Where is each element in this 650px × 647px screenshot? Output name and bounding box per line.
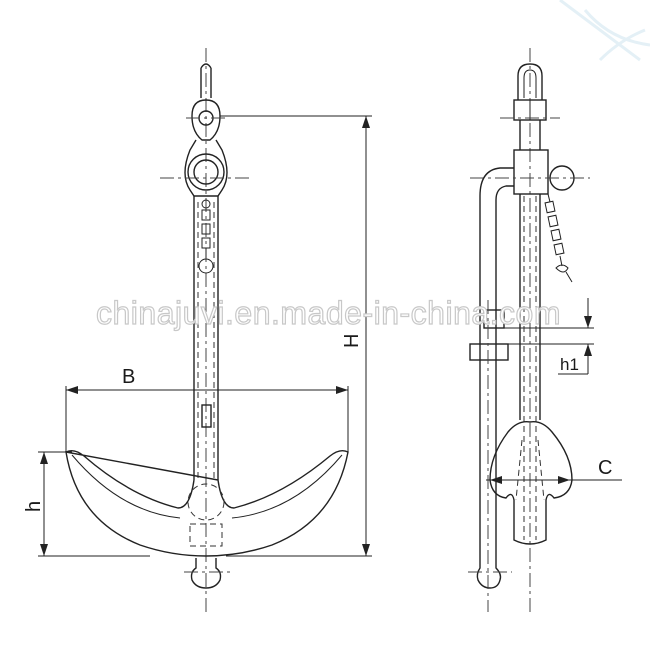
side-shackle-inner: [523, 69, 537, 98]
fluke-hidden: [515, 439, 545, 501]
dim-h-label: h: [23, 501, 45, 512]
head-ring-inner: [193, 159, 219, 185]
dim-C-label: C: [598, 457, 612, 479]
shank-hidden: [197, 202, 215, 478]
watermark-text: chinajuvi.en.made-in-china.com: [96, 295, 561, 331]
dim-H: H: [220, 115, 372, 557]
stock-block: [513, 149, 549, 195]
front-view: B H h: [23, 48, 372, 612]
dim-H-label: H: [341, 334, 363, 348]
crown-ball: [190, 558, 222, 589]
side-shank-hidden: [523, 196, 537, 540]
side-shank: [519, 194, 541, 420]
chain: [198, 199, 214, 274]
dim-B-label: B: [122, 366, 135, 388]
top-tab: [200, 63, 212, 98]
side-chain: [544, 193, 573, 283]
dim-h1: h1: [500, 298, 594, 375]
collar-lower: [469, 343, 509, 361]
side-crown-ball: [476, 560, 502, 589]
crown-box: [189, 523, 223, 547]
shank-head: [184, 139, 228, 197]
shank: [193, 196, 219, 480]
collar-upper: [483, 309, 505, 329]
head-ring-outer: [187, 153, 225, 191]
side-view: h1 C: [468, 48, 622, 612]
side-shackle: [517, 63, 543, 100]
dim-C: C: [486, 457, 622, 484]
stock-rod: [479, 167, 514, 560]
dim-h: h: [23, 451, 150, 557]
arm-inner-edge: [71, 454, 343, 519]
shank-slot: [201, 404, 212, 428]
side-fluke: [489, 421, 573, 545]
dim-B: B: [65, 366, 349, 452]
anchor-arms: [65, 449, 349, 557]
upper-shank: [519, 120, 541, 150]
background-decoration: [559, 0, 650, 62]
crown-circle: [187, 483, 225, 521]
dim-h1-label: h1: [560, 355, 579, 374]
